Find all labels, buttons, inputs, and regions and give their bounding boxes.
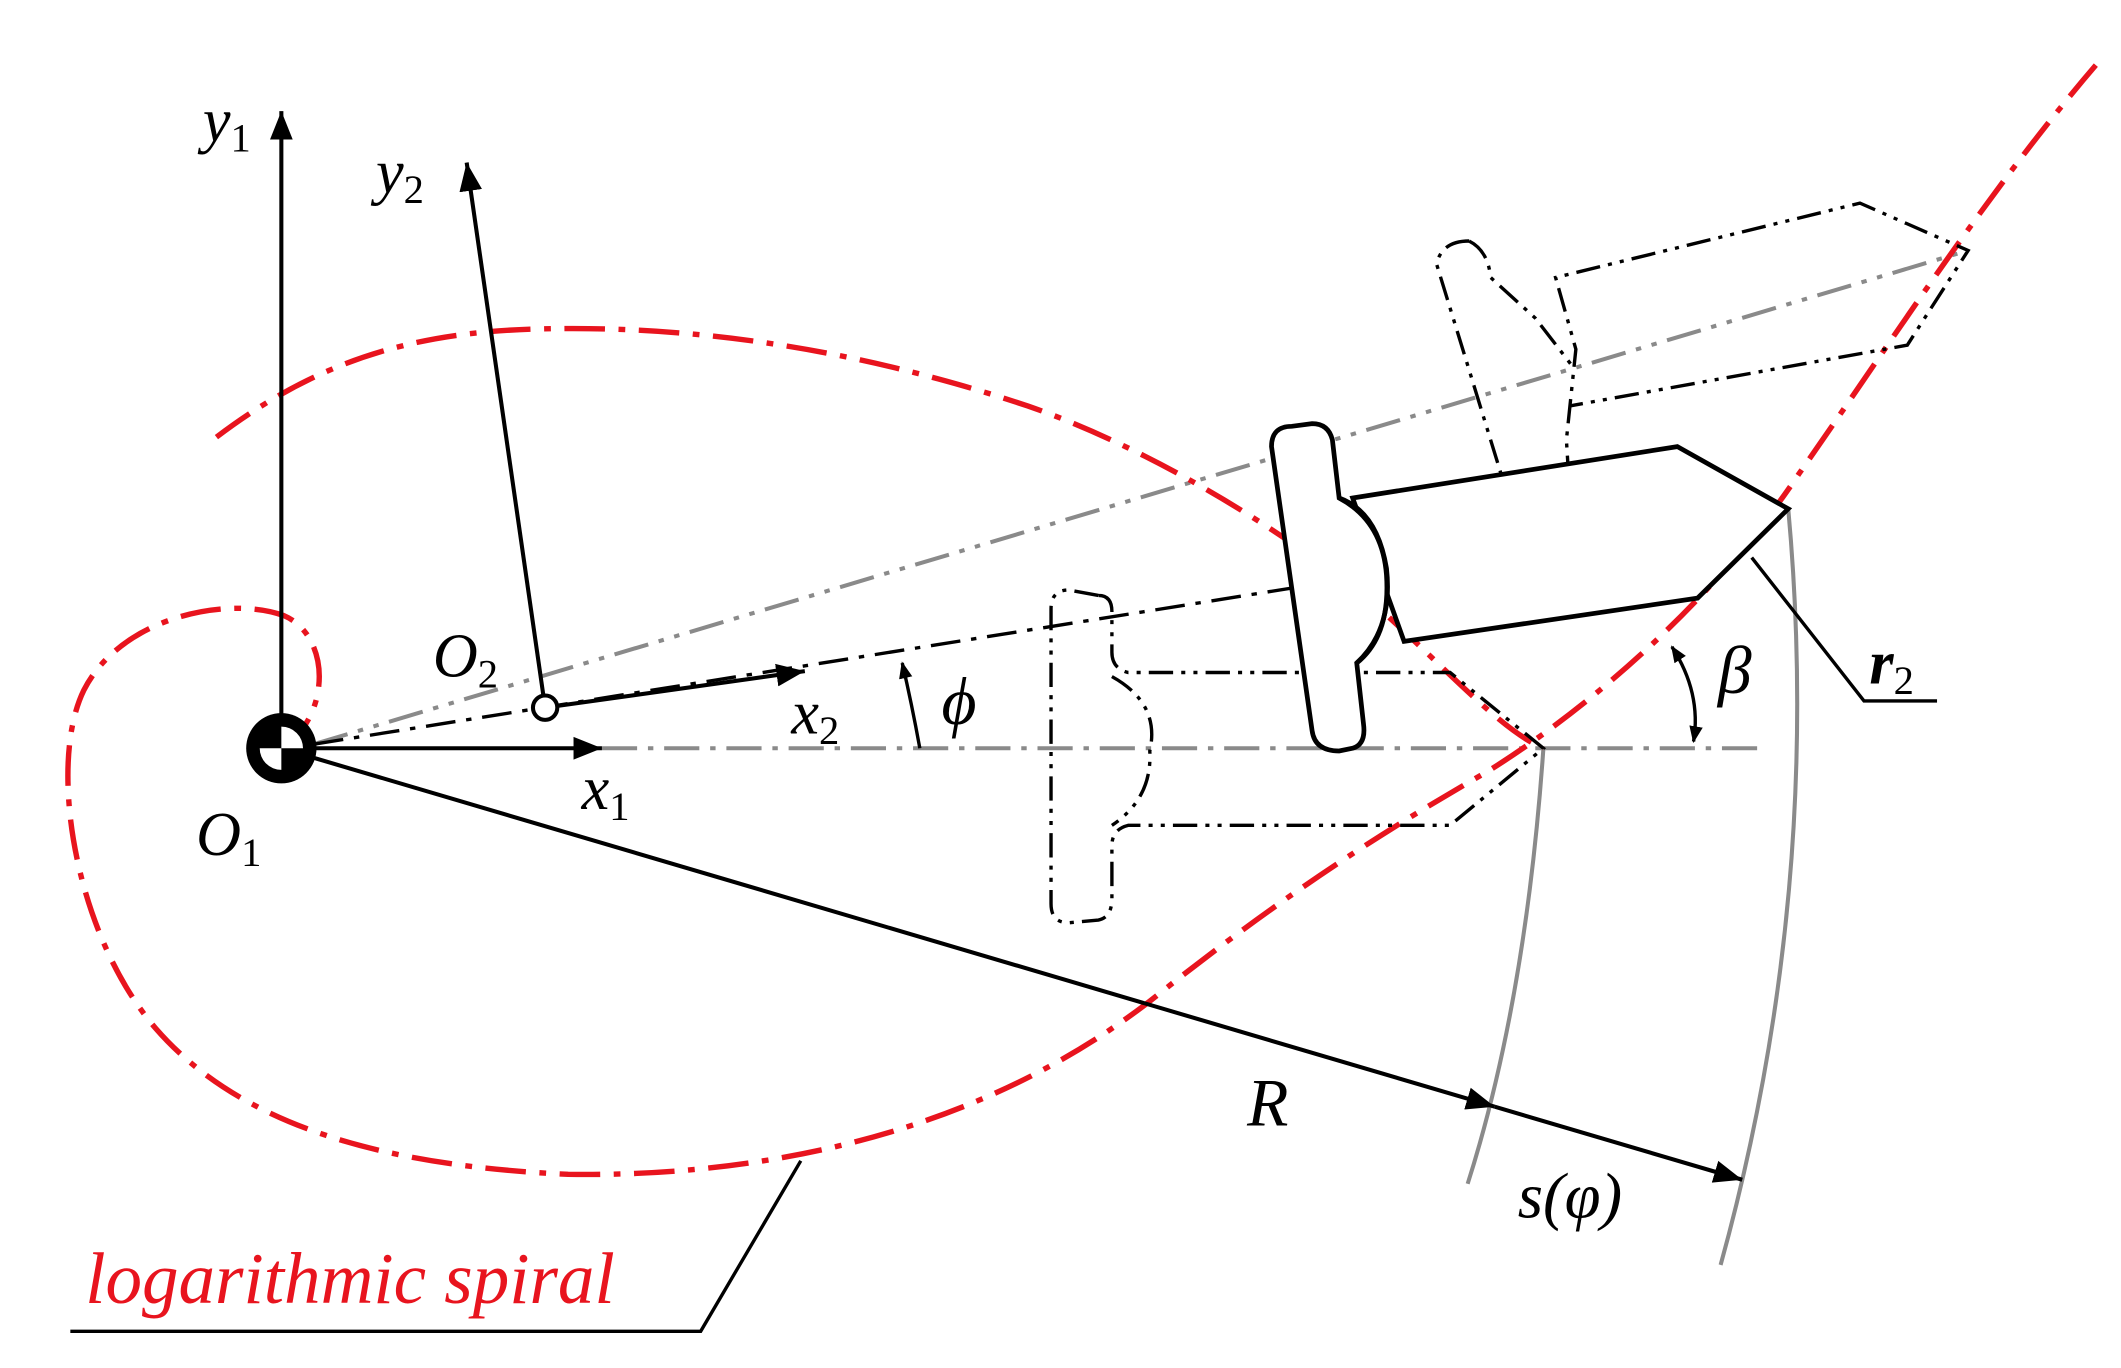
- o2-label: O2: [433, 623, 498, 697]
- r2-label: r2: [1869, 629, 1914, 703]
- y2-label: y2: [370, 138, 424, 212]
- radius-R-arrow: [280, 746, 1496, 1110]
- R-label: R: [1246, 1066, 1288, 1141]
- tool-home-position: [1049, 588, 1547, 925]
- o1-label: O1: [196, 801, 261, 875]
- origin-o2-marker: [530, 693, 560, 722]
- s-phi-arrow: [1494, 1104, 1743, 1183]
- x2-label: x2: [790, 679, 839, 753]
- x1-label: x1: [581, 755, 630, 829]
- spiral-label: logarithmic spiral: [85, 1238, 615, 1319]
- y1-label: y1: [197, 87, 251, 161]
- y2-axis: [459, 162, 548, 708]
- phi-label: ϕ: [941, 664, 976, 739]
- inner-arc: [1465, 748, 1546, 1185]
- upper-ray: [313, 248, 1969, 747]
- r2-leader: [1750, 556, 1938, 703]
- origin-o1-marker: [246, 713, 317, 784]
- s-phi-label: s(φ): [1518, 1161, 1622, 1233]
- beta-angle-arc: [1670, 645, 1703, 744]
- spiral-leader: [70, 1159, 803, 1333]
- outer-arc: [1718, 508, 1800, 1266]
- phi-angle-arc: [899, 661, 922, 749]
- beta-label: β: [1716, 633, 1752, 708]
- x2-axis: [544, 663, 806, 710]
- tool-working-position: [1269, 421, 1793, 754]
